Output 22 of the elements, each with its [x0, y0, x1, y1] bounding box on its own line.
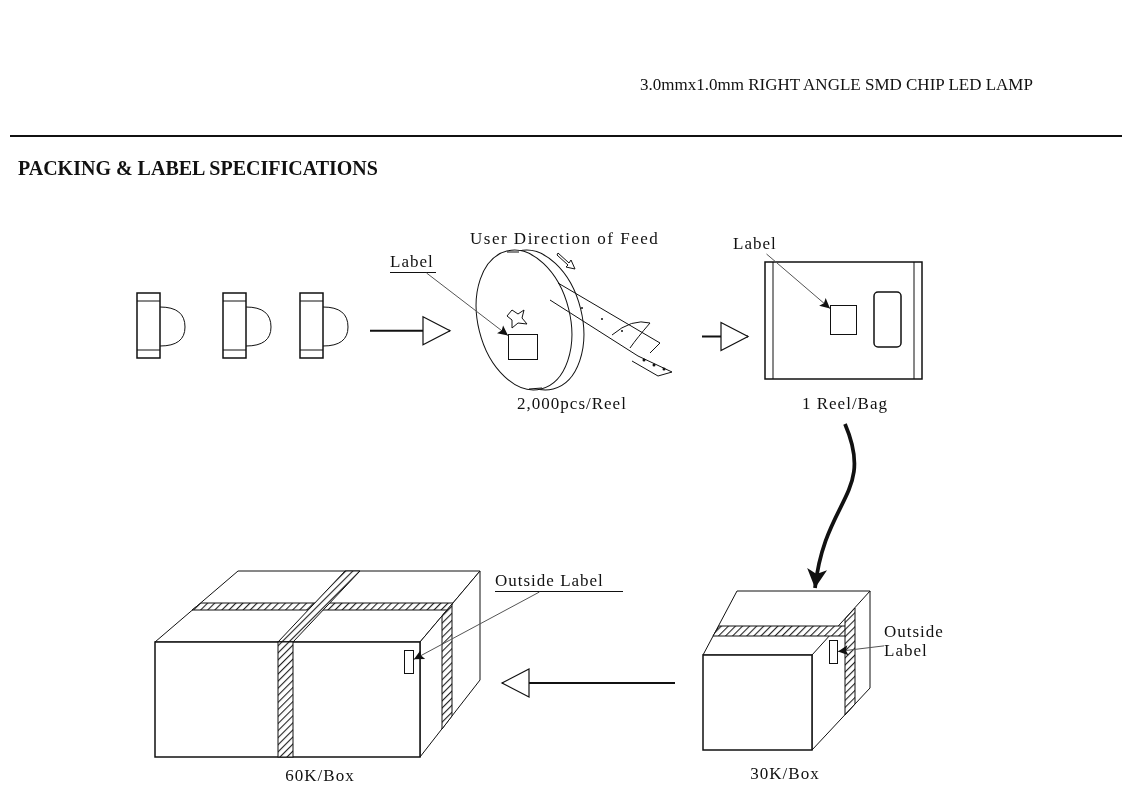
arrow: [808, 423, 857, 589]
label-sticker: [830, 305, 857, 335]
product-description: 3.0mmx1.0mm RIGHT ANGLE SMD CHIP LED LAMP: [640, 74, 1034, 96]
label-sticker: [829, 640, 838, 664]
label-text: Outside Label: [884, 622, 964, 660]
label-text: Label: [390, 252, 436, 273]
quantity-caption: 60K/Box: [284, 766, 356, 786]
quantity-caption: 2,000pcs/Reel: [516, 394, 628, 414]
quantity-caption: 30K/Box: [749, 764, 821, 784]
page-title: PACKING & LABEL SPECIFICATIONS: [18, 157, 378, 180]
leader-line: [413, 591, 540, 660]
label-text: Label: [733, 234, 777, 254]
label-text: Outside Label: [495, 571, 623, 592]
leader-line: [426, 272, 509, 336]
arrow: [369, 316, 451, 346]
leader-line: [766, 253, 831, 309]
quantity-caption: 1 Reel/Bag: [801, 394, 889, 414]
arrow: [501, 668, 676, 698]
arrow: [701, 321, 749, 352]
leader-line: [837, 645, 885, 656]
feed-direction-text: User Direction of Feed: [470, 228, 660, 250]
label-sticker: [508, 334, 538, 360]
